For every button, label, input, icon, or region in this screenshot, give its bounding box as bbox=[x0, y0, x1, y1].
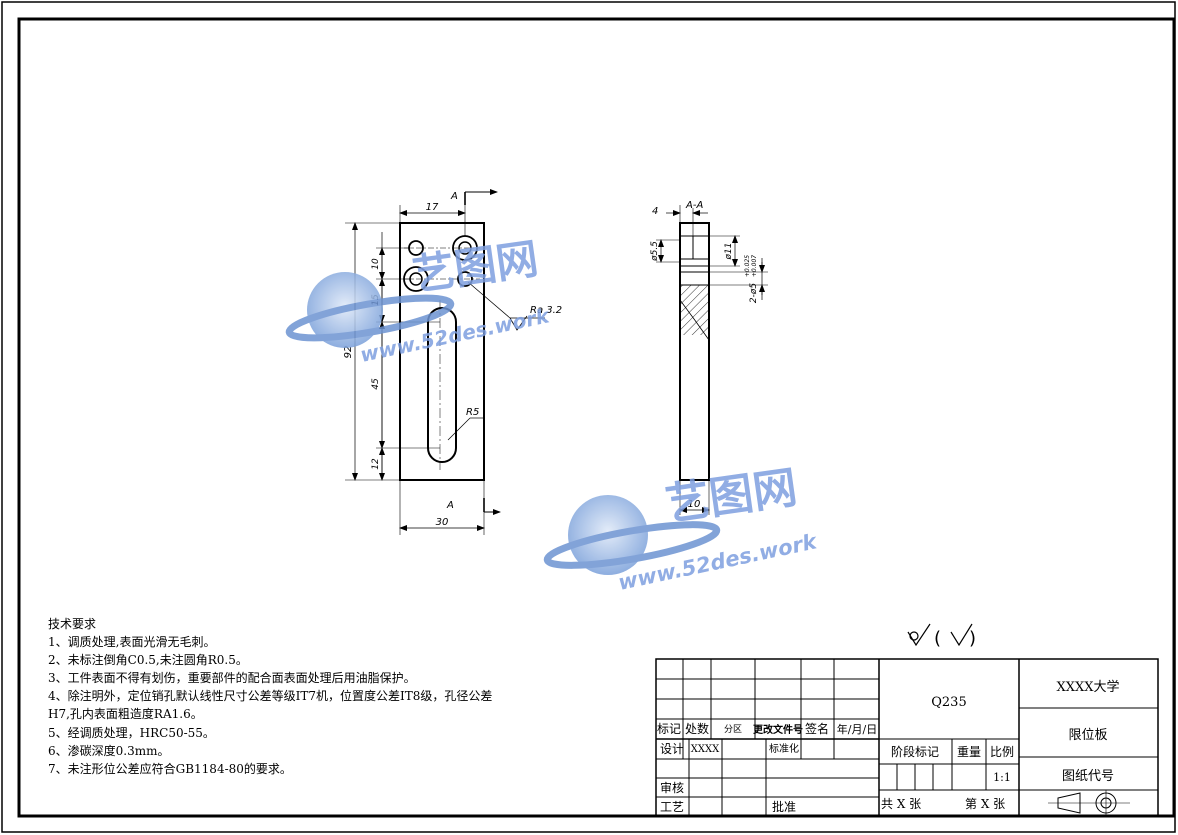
dim-phi11: ø11 bbox=[724, 243, 734, 261]
dim-92: 92 bbox=[343, 346, 354, 359]
scale-value: 1:1 bbox=[993, 771, 1011, 784]
dim-phi55: ø5.5 bbox=[650, 241, 660, 262]
label-sign: 签名 bbox=[805, 721, 829, 736]
tech-line: H7,孔内表面粗造度RA1.6。 bbox=[48, 706, 203, 721]
roughness-paren-open: ( bbox=[934, 628, 941, 649]
inner-border bbox=[17, 17, 1176, 818]
section-label-bottom: A bbox=[446, 500, 454, 511]
part-outline bbox=[399, 222, 485, 481]
designer-name: XXXX bbox=[691, 744, 720, 755]
section-outline bbox=[679, 222, 710, 481]
dim-2phi5: 2-ø5 bbox=[749, 283, 759, 303]
slot bbox=[427, 307, 457, 463]
label-change-doc: 更改文件号 bbox=[753, 723, 803, 736]
drawing-no-label: 图纸代号 bbox=[1062, 769, 1114, 784]
label-stage: 阶段标记 bbox=[891, 744, 939, 759]
tol-upper: +0.025 bbox=[744, 255, 751, 277]
dim-10: 10 bbox=[371, 258, 381, 270]
section-label-top: A bbox=[450, 191, 458, 202]
tech-line: 7、未注形位公差应符合GB1184-80的要求。 bbox=[48, 761, 292, 776]
watermark-brand-2: 艺图网 bbox=[662, 462, 800, 531]
watermark-brand-1: 艺图网 bbox=[410, 234, 542, 300]
dim-10-bottom: 10 bbox=[688, 499, 701, 510]
sheet-number: 第 X 张 bbox=[965, 797, 1005, 811]
label-zone: 分区 bbox=[724, 724, 742, 735]
label-date: 年/月/日 bbox=[837, 722, 877, 736]
dim-4: 4 bbox=[652, 206, 658, 217]
label-approve: 批准 bbox=[772, 799, 796, 814]
tech-title: 技术要求 bbox=[48, 617, 96, 631]
label-standard: 标准化 bbox=[769, 742, 799, 755]
tech-line: 5、经调质处理，HRC50-55。 bbox=[48, 726, 215, 740]
roughness-ra32: Ra 3.2 bbox=[530, 305, 562, 316]
projection-symbol-icon bbox=[1048, 790, 1130, 816]
tech-line: 2、未标注倒角C0.5,未注圆角R0.5。 bbox=[48, 652, 248, 667]
title-block bbox=[655, 658, 1159, 817]
label-design: 设计 bbox=[660, 742, 684, 756]
watermark-2: 艺图网 www.52des.work bbox=[543, 462, 821, 595]
total-sheets: 共 X 张 bbox=[881, 797, 921, 811]
front-view bbox=[345, 189, 545, 535]
dim-17: 17 bbox=[426, 202, 439, 213]
dim-30: 30 bbox=[436, 517, 449, 528]
counterbore-inner bbox=[458, 241, 472, 255]
tech-requirements: 技术要求 1、调质处理,表面光滑无毛刺。 2、未标注倒角C0.5,未注圆角R0.… bbox=[48, 617, 492, 776]
dim-r5: R5 bbox=[466, 407, 479, 418]
tech-line: 4、除注明外，定位销孔默认线性尺寸公差等级IT7机，位置度公差IT8级，孔径公差 bbox=[48, 688, 492, 703]
tech-line: 6、渗碳深度0.3mm。 bbox=[48, 743, 169, 758]
watermark-1: 艺图网 www.52des.work bbox=[285, 234, 553, 367]
label-count: 处数 bbox=[685, 721, 709, 736]
tol-lower: +0.007 bbox=[751, 255, 758, 277]
part-name: 限位板 bbox=[1068, 728, 1107, 743]
label-process: 工艺 bbox=[660, 800, 684, 814]
roughness-paren-close: ) bbox=[969, 628, 976, 649]
dim-12: 12 bbox=[371, 458, 381, 470]
label-review: 审核 bbox=[660, 780, 684, 795]
section-title: A-A bbox=[685, 200, 703, 211]
label-scale: 比例 bbox=[990, 745, 1014, 759]
tech-line: 1、调质处理,表面光滑无毛刺。 bbox=[48, 635, 215, 649]
tech-line: 3、工件表面不得有划伤，重要部件的配合面表面处理后用油脂保护。 bbox=[48, 670, 416, 685]
label-mark: 标记 bbox=[657, 722, 681, 736]
section-view bbox=[656, 205, 768, 515]
roughness-general-symbol bbox=[907, 623, 973, 647]
material: Q235 bbox=[931, 695, 966, 710]
university: XXXX大学 bbox=[1056, 679, 1119, 695]
label-weight: 重量 bbox=[957, 745, 981, 759]
dim-45: 45 bbox=[371, 378, 381, 390]
